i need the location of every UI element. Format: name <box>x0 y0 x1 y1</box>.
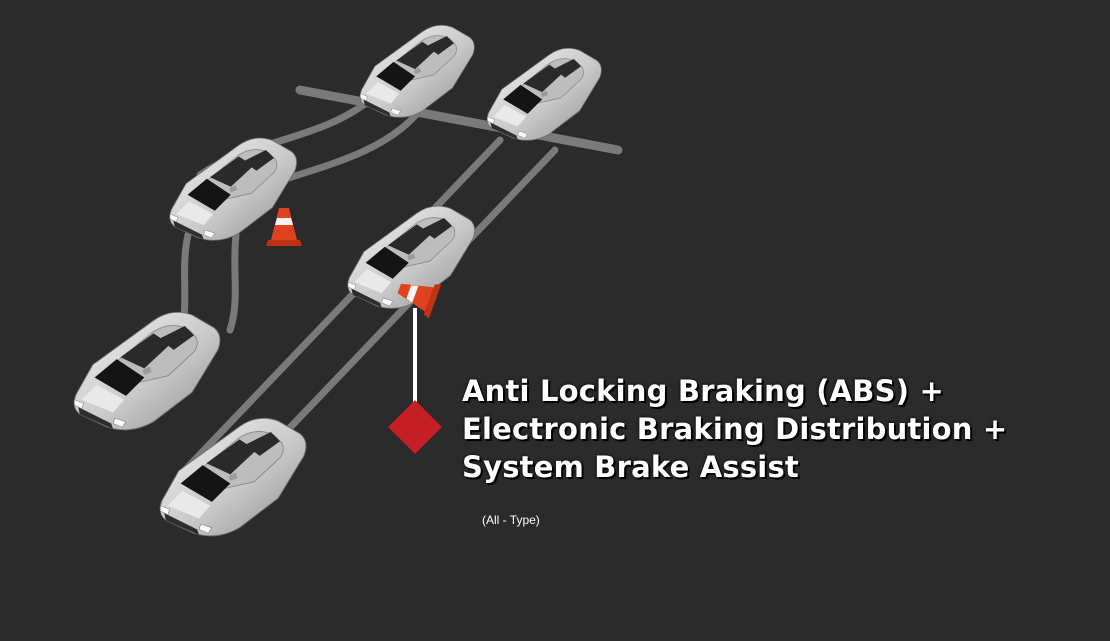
feature-type-note: (All - Type) <box>482 513 540 527</box>
swerve-track-right <box>226 231 240 334</box>
feature-title-line-3: System Brake Assist <box>462 450 799 484</box>
car-icon <box>73 311 221 431</box>
feature-title-line-1: Anti Locking Braking (ABS) + <box>462 374 944 408</box>
stop-line <box>295 85 623 155</box>
car-icon <box>159 417 307 537</box>
callout-diamond-icon <box>388 400 442 454</box>
car-icon <box>359 24 475 118</box>
feature-title: Anti Locking Braking (ABS) + Electronic … <box>462 372 1007 486</box>
traffic-cone-icon <box>266 208 302 246</box>
straight-track-right <box>236 146 559 484</box>
straight-track-left <box>181 136 504 474</box>
car-icon <box>486 47 602 141</box>
feature-title-line-2: Electronic Braking Distribution + <box>462 412 1008 446</box>
